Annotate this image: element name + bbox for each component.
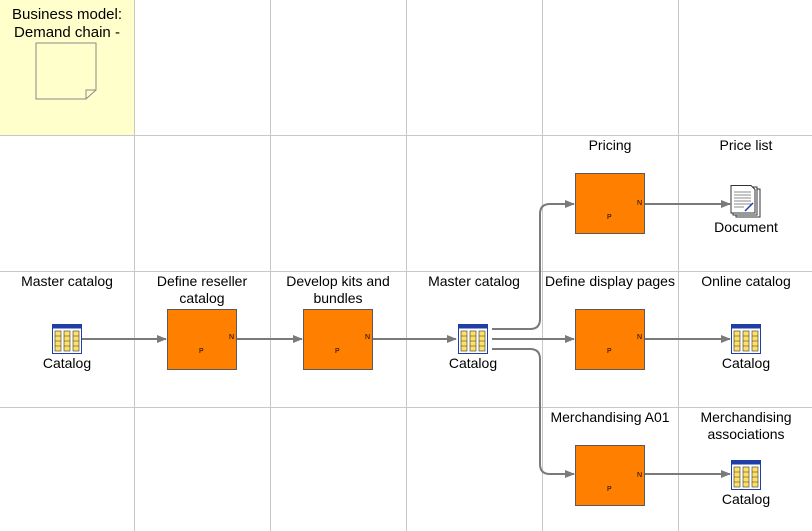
grid-line [270,0,271,531]
catalog-icon[interactable] [731,324,761,354]
document-icon[interactable] [730,185,762,219]
catalog-icon[interactable] [731,460,761,490]
process-define-reseller-catalog[interactable]: P N [167,309,237,370]
process-inner-mark: P [607,486,612,493]
process-inner-mark: P [607,348,612,355]
process-merchandising[interactable]: P N [575,445,645,506]
node-header: Master catalog [428,273,520,289]
process-inner-mark: P [607,214,612,221]
node-header: Define display pages [545,273,675,289]
node-header: Pricing [588,137,632,153]
node-caption: Catalog [721,355,771,371]
process-right-mark: N [637,334,643,341]
grid-line [0,407,812,408]
node-header: Define reseller catalog [156,273,248,306]
catalog-icon[interactable] [52,324,82,354]
node-caption: Catalog [42,355,92,371]
edge-master-to-pricing [492,200,575,330]
node-caption: Document [714,219,778,235]
grid-line [406,0,407,531]
node-header: Master catalog [21,273,113,289]
process-right-mark: N [365,334,371,341]
node-header: Develop kits and bundles [286,273,390,306]
edge-master-to-merch [492,348,575,478]
note-icon [35,42,97,100]
node-header: Merchandising A01 [550,409,670,425]
node-caption: Catalog [721,491,771,507]
grid-line [0,135,812,136]
process-pricing[interactable]: P N [575,173,645,234]
process-define-display-pages[interactable]: P N [575,309,645,370]
process-right-mark: N [229,334,235,341]
process-inner-mark: P [335,348,340,355]
node-header: Price list [719,137,773,153]
process-right-mark: N [637,200,643,207]
grid-line [134,0,135,531]
process-inner-mark: P [199,348,204,355]
grid-line [678,0,679,531]
catalog-icon[interactable] [458,324,488,354]
process-develop-kits[interactable]: P N [303,309,373,370]
node-header: Online catalog [701,273,791,289]
grid-line [542,0,543,531]
grid-line [0,271,812,272]
process-right-mark: N [637,472,643,479]
node-caption: Catalog [448,355,498,371]
node-header: Merchandising associations [700,409,792,442]
